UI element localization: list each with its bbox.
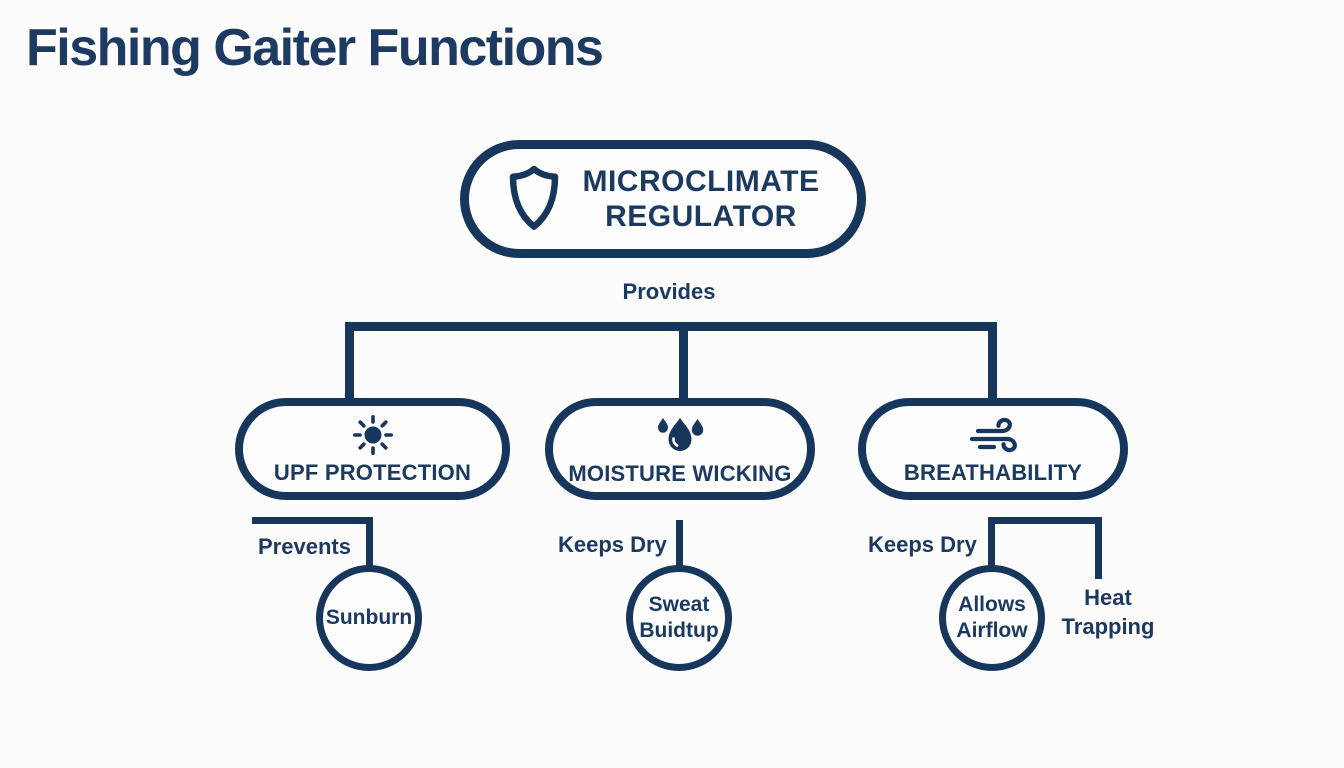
sun-icon [352,414,393,455]
branch-label: MOISTURE WICKING [568,460,792,486]
outcome-node-sunburn: Sunburn [316,565,422,671]
connector-to-heat-trapping [1095,517,1102,579]
edge-label-keeps-dry-moisture: Keeps Dry [558,532,667,557]
outcome-node-allows-airflow: Allows Airflow [939,565,1045,671]
connector-upf-horizontal [252,517,373,524]
connector-upf-to-sunburn [366,517,373,569]
connector-breathability-to-airflow [988,517,995,569]
outcome-label-heat-trapping: Heat Trapping [1061,585,1155,639]
connector-root-to-upf [345,322,354,400]
droplet-icon [658,417,704,451]
branch-label: UPF PROTECTION [273,459,472,485]
edge-label-provides: Provides [622,279,716,304]
branch-node-moisture-wicking: MOISTURE WICKING [545,398,815,500]
connector-root-to-moisture [679,331,688,400]
edge-label-prevents: Prevents [258,534,351,559]
branch-node-breathability: BREATHABILITY [858,398,1128,500]
page-title: Fishing Gaiter Functions [26,19,604,77]
wind-icon [969,417,1017,452]
root-node-microclimate-regulator: MICROCLIMATE REGULATOR [460,140,866,258]
connector-root-horizontal [345,322,997,331]
branch-label: BREATHABILITY [903,459,1083,485]
connector-moisture-to-sweat [676,520,683,568]
edge-label-keeps-dry-breathability: Keeps Dry [868,532,977,557]
connector-breathability-horizontal [988,517,1102,524]
shield-icon [510,165,559,230]
root-node-label: MICROCLIMATE REGULATOR [582,164,820,233]
branch-node-upf-protection: UPF PROTECTION [235,398,510,500]
outcome-node-sweat-buildup: Sweat Buidtup [626,565,732,671]
connector-root-to-breathability [988,322,997,400]
